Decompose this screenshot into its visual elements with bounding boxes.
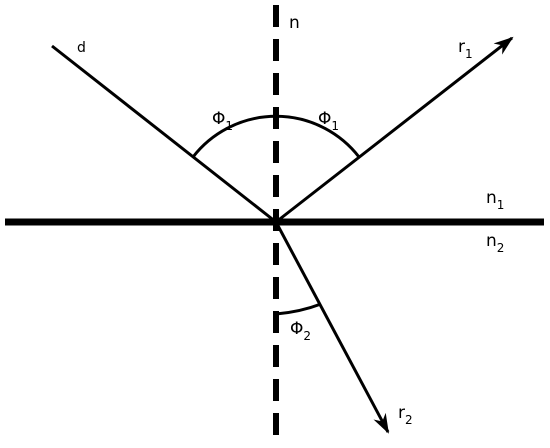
label-phi2-sub: 2 <box>303 329 311 343</box>
label-phi1-left-base: Φ <box>212 109 225 129</box>
angle-arc-phi2 <box>275 302 322 316</box>
label-phi1-left-sub: 1 <box>225 119 233 133</box>
label-n2: n2 <box>486 231 504 255</box>
reflected-ray <box>275 36 514 224</box>
label-r2-sub: 2 <box>405 413 413 427</box>
label-phi1-left: Φ1 <box>212 109 233 133</box>
angle-arc-phi1 <box>191 114 361 158</box>
label-r1-sub: 1 <box>465 47 473 61</box>
label-r1: r1 <box>458 37 473 61</box>
label-n1-sub: 1 <box>497 198 505 212</box>
label-n2-base: n <box>486 231 497 251</box>
refracted-ray <box>274 221 390 434</box>
label-phi2-base: Φ <box>290 319 303 339</box>
label-n2-sub: 2 <box>497 241 505 255</box>
label-phi1-right: Φ1 <box>318 109 339 133</box>
label-d: d <box>77 40 86 56</box>
incident-ray <box>51 44 277 224</box>
label-n1: n1 <box>486 188 504 212</box>
label-n: n <box>289 13 300 33</box>
label-r2: r2 <box>398 403 413 427</box>
label-phi1-right-sub: 1 <box>331 119 339 133</box>
label-phi2: Φ2 <box>290 319 311 343</box>
label-phi1-right-base: Φ <box>318 109 331 129</box>
label-r2-base: r <box>398 403 405 423</box>
label-n1-base: n <box>486 188 497 208</box>
label-r1-base: r <box>458 37 465 57</box>
